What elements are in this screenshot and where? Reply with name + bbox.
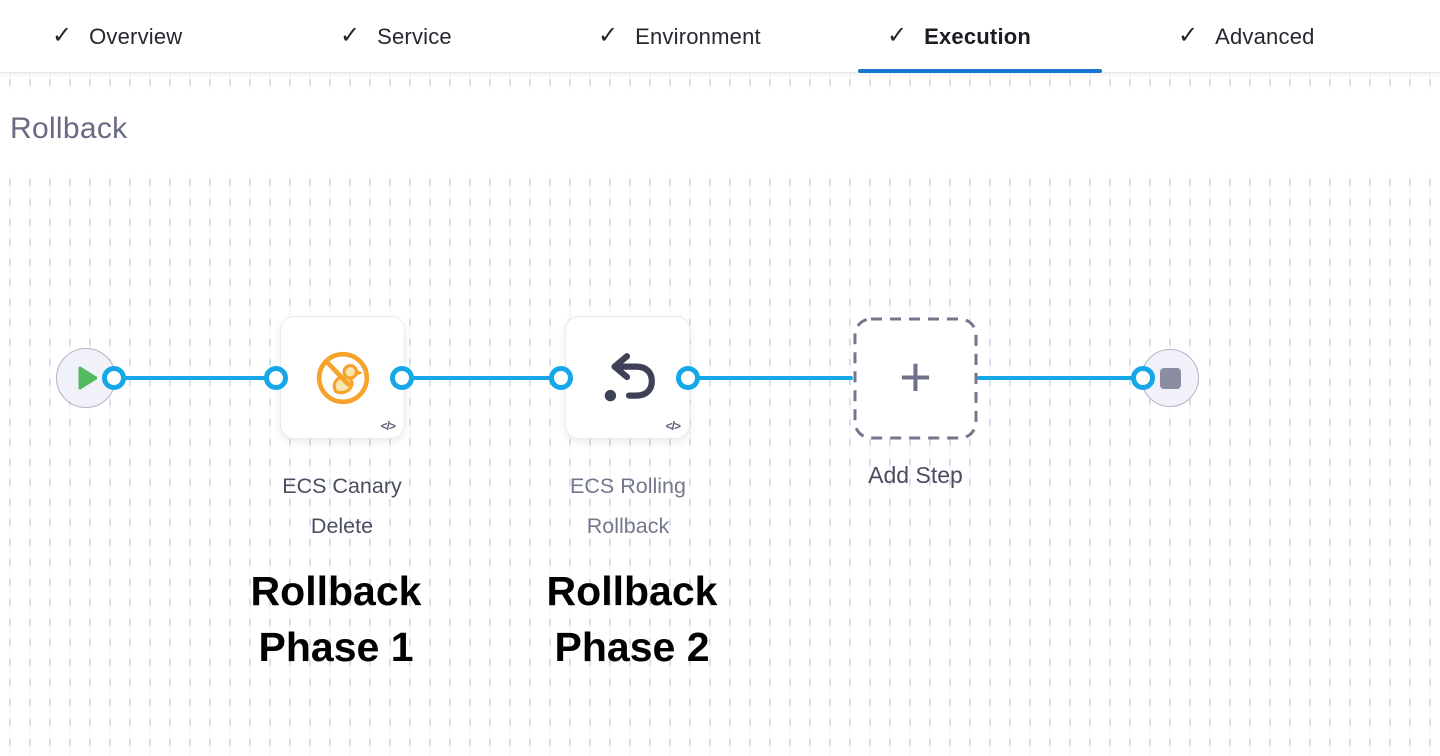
dashed-border bbox=[853, 317, 978, 440]
tab-overview[interactable]: ✓ Overview bbox=[52, 0, 182, 73]
step-ecs-rolling-rollback[interactable]: </> bbox=[565, 316, 690, 439]
step-ecs-canary-delete[interactable]: </> bbox=[280, 316, 405, 439]
tab-label: Environment bbox=[635, 23, 761, 49]
connector-line bbox=[114, 376, 276, 380]
check-icon: ✓ bbox=[1178, 21, 1199, 49]
check-icon: ✓ bbox=[52, 21, 73, 49]
add-step-label: Add Step bbox=[868, 462, 963, 488]
tab-service[interactable]: ✓ Service bbox=[340, 0, 452, 73]
rolling-rollback-icon bbox=[604, 352, 655, 401]
port-step1-out[interactable] bbox=[390, 366, 414, 390]
tab-environment[interactable]: ✓ Environment bbox=[598, 0, 761, 73]
tab-execution[interactable]: ✓ Execution bbox=[887, 0, 1031, 73]
add-step-button[interactable]: + bbox=[853, 317, 978, 440]
port-step2-in[interactable] bbox=[549, 366, 573, 390]
annotation-rollback-phase-2: Rollback Phase 2 bbox=[546, 568, 718, 670]
tab-label: Overview bbox=[89, 23, 183, 49]
connector-line bbox=[688, 376, 853, 380]
tab-advanced[interactable]: ✓ Advanced bbox=[1178, 0, 1315, 73]
stage-config-tabbar: ✓ Overview ✓ Service ✓ Environment ✓ Exe… bbox=[0, 0, 1440, 73]
execution-canvas[interactable]: Rollback </> bbox=[0, 73, 1440, 756]
port-step1-in[interactable] bbox=[264, 366, 288, 390]
check-icon: ✓ bbox=[340, 21, 361, 49]
stop-icon bbox=[1159, 367, 1181, 389]
tab-label: Execution bbox=[924, 23, 1032, 49]
annotation-rollback-phase-1: Rollback Phase 1 bbox=[250, 568, 422, 670]
step-label-ecs-rolling-rollback: ECS Rolling Rollback bbox=[570, 474, 686, 538]
page-title: Rollback bbox=[10, 112, 128, 145]
code-badge: </> bbox=[665, 419, 681, 433]
port-step2-out[interactable] bbox=[676, 366, 700, 390]
check-icon: ✓ bbox=[598, 21, 619, 49]
step-label-ecs-canary-delete: ECS Canary Delete bbox=[282, 474, 402, 538]
connector-line bbox=[402, 376, 561, 380]
port-start-out[interactable] bbox=[102, 366, 126, 390]
canary-delete-icon bbox=[316, 351, 369, 404]
active-tab-underline bbox=[858, 69, 1102, 73]
plus-icon: + bbox=[899, 344, 932, 408]
play-icon bbox=[78, 366, 97, 390]
tab-label: Service bbox=[377, 23, 452, 49]
pipeline-end-node[interactable] bbox=[1141, 349, 1199, 407]
check-icon: ✓ bbox=[887, 21, 908, 49]
section-title-band: Rollback bbox=[0, 92, 1440, 172]
tab-label: Advanced bbox=[1215, 23, 1315, 49]
port-end-in[interactable] bbox=[1131, 366, 1155, 390]
connector-line bbox=[977, 376, 1143, 380]
grid-background bbox=[0, 73, 1440, 756]
code-badge: </> bbox=[380, 419, 396, 433]
